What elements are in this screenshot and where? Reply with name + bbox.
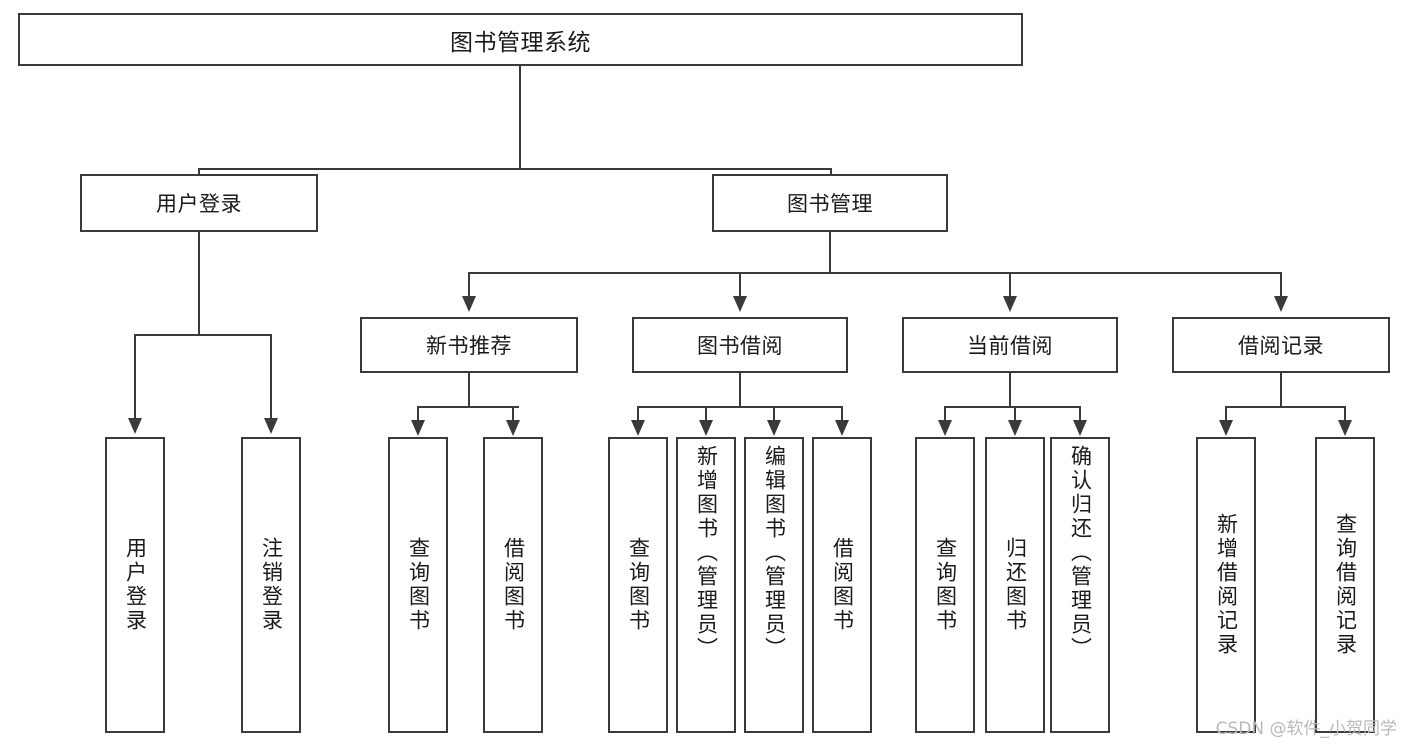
node-label: 图书借阅 <box>697 334 783 358</box>
leaf-query-borrow-record[interactable]: 查询借阅记录 <box>1315 437 1375 733</box>
leaf-label: 归还图书 <box>1003 537 1028 633</box>
leaf-edit-book-admin[interactable]: 编辑图书（管理员） <box>744 437 804 733</box>
connector-current-borrow-bus <box>944 406 1080 408</box>
connector-book-mgmt-stem <box>829 232 831 274</box>
arrow-to-group-new-book <box>462 296 476 312</box>
node-user-login[interactable]: 用户登录 <box>80 174 318 232</box>
connector-borrow-record-drop-1 <box>1225 406 1227 422</box>
connector-new-book-drop-2 <box>512 406 514 422</box>
leaf-query-book-borrow[interactable]: 查询图书 <box>608 437 668 733</box>
leaf-query-book-new-recommend[interactable]: 查询图书 <box>388 437 448 733</box>
node-group-current-borrow[interactable]: 当前借阅 <box>902 317 1118 373</box>
leaf-logout[interactable]: 注销登录 <box>241 437 301 733</box>
connector-user-login-drop-1 <box>134 334 136 420</box>
leaf-label: 查询图书 <box>933 537 958 633</box>
arrow-to-group-book-borrow <box>733 296 747 312</box>
leaf-add-borrow-record[interactable]: 新增借阅记录 <box>1196 437 1256 733</box>
connector-book-borrow-drop-4 <box>841 406 843 422</box>
node-label: 当前借阅 <box>967 334 1053 358</box>
connector-current-borrow-stem <box>1009 373 1011 408</box>
arrow-to-leaf-query-book-3 <box>938 420 952 436</box>
connector-book-borrow-drop-2 <box>705 406 707 422</box>
node-root-system[interactable]: 图书管理系统 <box>18 13 1023 66</box>
arrow-to-leaf-return-book <box>1008 420 1022 436</box>
arrow-to-group-current-borrow <box>1003 296 1017 312</box>
leaf-add-book-admin[interactable]: 新增图书（管理员） <box>676 437 736 733</box>
leaf-label: 查询图书 <box>626 537 651 633</box>
arrow-to-leaf-user-login <box>128 418 142 434</box>
connector-group-drop-1 <box>468 272 470 298</box>
leaf-label: 确认归还（管理员） <box>1068 445 1093 661</box>
connector-group-drop-3 <box>1009 272 1011 298</box>
leaf-user-login[interactable]: 用户登录 <box>105 437 165 733</box>
leaf-label: 用户登录 <box>123 537 148 633</box>
connector-borrow-record-stem <box>1280 373 1282 408</box>
arrow-to-leaf-query-book-1 <box>411 420 425 436</box>
node-group-new-book-recommend[interactable]: 新书推荐 <box>360 317 578 373</box>
connector-user-login-stem <box>198 232 200 336</box>
node-group-book-borrow[interactable]: 图书借阅 <box>632 317 848 373</box>
leaf-return-book[interactable]: 归还图书 <box>985 437 1045 733</box>
connector-book-borrow-stem <box>739 373 741 408</box>
arrow-to-leaf-confirm-return <box>1073 420 1087 436</box>
arrow-to-leaf-query-book-2 <box>631 420 645 436</box>
node-label: 新书推荐 <box>426 334 512 358</box>
connector-group-drop-4 <box>1280 272 1282 298</box>
watermark-text: CSDN @软件_小贺同学 <box>1215 719 1397 739</box>
arrow-to-leaf-query-record <box>1338 420 1352 436</box>
node-label: 用户登录 <box>156 192 242 216</box>
leaf-label: 借阅图书 <box>501 537 526 633</box>
connector-current-borrow-drop-2 <box>1014 406 1016 422</box>
connector-current-borrow-drop-3 <box>1079 406 1081 422</box>
arrow-to-leaf-add-book <box>699 420 713 436</box>
connector-root-stem <box>519 66 521 169</box>
arrow-to-leaf-edit-book <box>767 420 781 436</box>
leaf-borrow-book-new-recommend[interactable]: 借阅图书 <box>483 437 543 733</box>
leaf-label: 注销登录 <box>259 537 284 633</box>
leaf-label: 借阅图书 <box>830 537 855 633</box>
connector-book-borrow-drop-3 <box>773 406 775 422</box>
connector-current-borrow-drop-1 <box>944 406 946 422</box>
connector-root-bus <box>198 168 832 170</box>
arrow-to-leaf-borrow-book-1 <box>506 420 520 436</box>
connector-book-borrow-bus <box>637 406 843 408</box>
leaf-label: 查询借阅记录 <box>1333 513 1358 657</box>
arrow-to-leaf-logout <box>264 418 278 434</box>
node-label: 图书管理 <box>787 192 873 216</box>
leaf-label: 新增借阅记录 <box>1214 513 1239 657</box>
connector-book-borrow-drop-1 <box>637 406 639 422</box>
connector-book-mgmt-bus <box>468 272 1282 274</box>
leaf-borrow-book-borrow[interactable]: 借阅图书 <box>812 437 872 733</box>
leaf-label: 编辑图书（管理员） <box>762 445 787 661</box>
connector-group-drop-2 <box>739 272 741 298</box>
leaf-label: 新增图书（管理员） <box>694 445 719 661</box>
node-group-borrow-record[interactable]: 借阅记录 <box>1172 317 1390 373</box>
leaf-confirm-return-admin[interactable]: 确认归还（管理员） <box>1050 437 1110 733</box>
connector-user-login-drop-2 <box>270 334 272 420</box>
connector-borrow-record-bus <box>1225 406 1345 408</box>
connector-new-book-stem <box>468 373 470 408</box>
arrow-to-group-borrow-record <box>1274 296 1288 312</box>
arrow-to-leaf-add-record <box>1219 420 1233 436</box>
connector-new-book-bus <box>417 406 519 408</box>
connector-borrow-record-drop-2 <box>1344 406 1346 422</box>
connector-new-book-drop-1 <box>417 406 419 422</box>
leaf-query-book-current[interactable]: 查询图书 <box>915 437 975 733</box>
node-label: 借阅记录 <box>1238 334 1324 358</box>
node-label: 图书管理系统 <box>450 29 591 56</box>
arrow-to-leaf-borrow-book-2 <box>835 420 849 436</box>
connector-user-login-bus <box>134 334 272 336</box>
leaf-label: 查询图书 <box>406 537 431 633</box>
node-book-management[interactable]: 图书管理 <box>712 174 948 232</box>
